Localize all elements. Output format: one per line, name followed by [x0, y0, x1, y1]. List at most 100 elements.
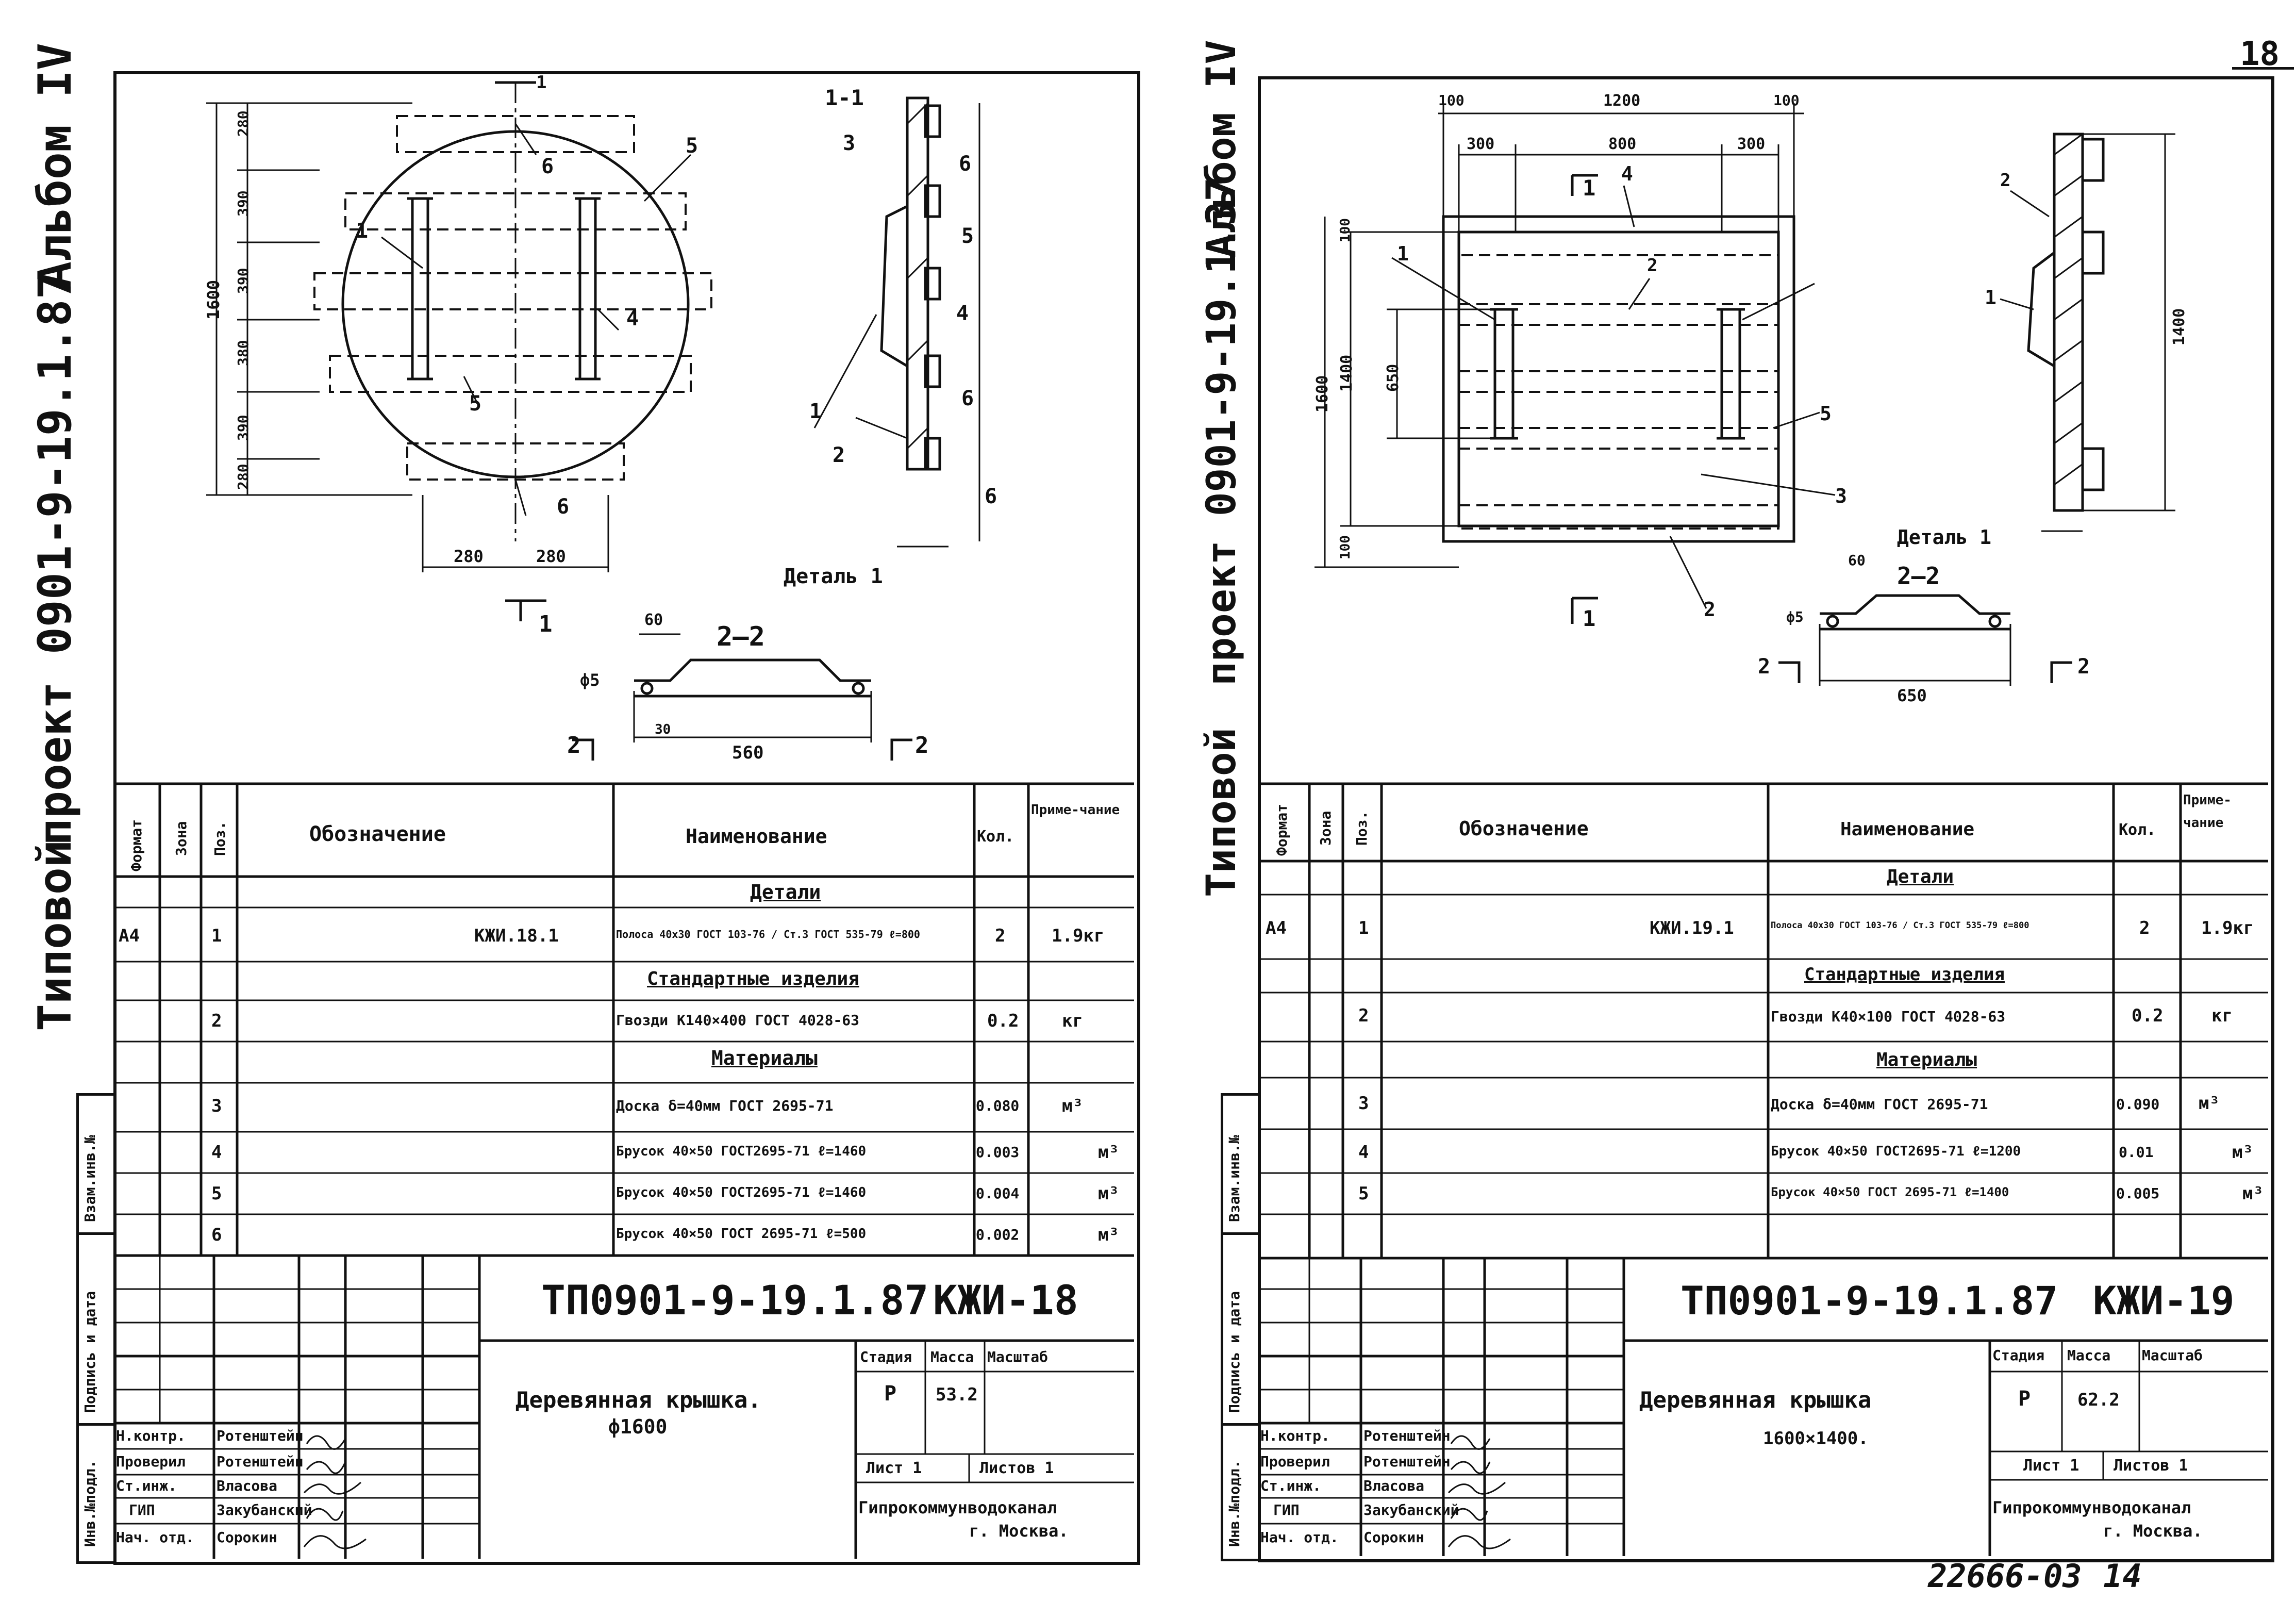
detail-dim-30: 30: [655, 722, 671, 737]
row2-note: кг: [2211, 1005, 2233, 1026]
dim-top-1200: 1200: [1603, 92, 1641, 110]
tb-signer-role-4: ГИП: [129, 1501, 155, 1519]
row1-note: 1.9кг: [2201, 918, 2254, 938]
binding-strip: [76, 1093, 116, 1564]
row1-name: Полоса 40х30 ГОСТ 103-76 / Ст.3 ГОСТ 535…: [1771, 920, 2029, 931]
detail-strip: [1820, 594, 2010, 615]
row1-name: Полоса 40х30 ГОСТ 103-76 / Ст.3 ГОСТ 535…: [616, 928, 920, 940]
bottom-page: 14: [2103, 1557, 2142, 1595]
sec-pos-6a: 6: [959, 152, 972, 176]
sec-pos-1: 1: [1985, 286, 1996, 309]
handle-left: [407, 197, 433, 381]
row2-qty: 0.2: [987, 1011, 1019, 1031]
section-2-2-label: 2—2: [717, 621, 765, 652]
sec-pos-3: 3: [843, 131, 856, 155]
row5-pos: 5: [211, 1183, 222, 1204]
row1-oboz: КЖИ.19.1: [1650, 918, 1734, 938]
row3-note: м³: [2199, 1093, 2220, 1114]
row1-pos: 1: [211, 926, 222, 946]
cut-1-bottom: 1: [1583, 606, 1596, 631]
detail-dim-60: 60: [644, 611, 663, 629]
tb-org-1: Гипрокоммунводоканал: [1992, 1498, 2191, 1517]
tb-signer-role-1: Н.контр.: [1260, 1427, 1330, 1444]
tb-sheet-code: КЖИ-18: [933, 1278, 1078, 1324]
row6-name: Брусок 40×50 ГОСТ 2695-71 ℓ=500: [616, 1226, 867, 1242]
bottom-stamp: 22666-03: [1928, 1557, 2082, 1595]
tb-signer-role-2: Проверил: [1260, 1453, 1330, 1470]
detail-dim-60: 60: [1848, 552, 1866, 569]
row4-qty: 0.01: [2119, 1144, 2154, 1161]
spec-header-qty: Кол.: [977, 828, 1014, 846]
tb-code: ТП0901-9-19.1.87: [541, 1278, 929, 1324]
cut-1-mark: 1: [539, 611, 553, 637]
binding-divider-2: [1221, 1423, 1258, 1426]
tb-stadia-label: Стадия: [860, 1348, 912, 1365]
row4-name: Брусок 40×50 ГОСТ2695-71 ℓ=1200: [1771, 1144, 2021, 1159]
dim-bottom-1: 280: [454, 547, 484, 566]
row3-qty: 0.080: [976, 1097, 1020, 1114]
tb-signer-name-3: Власова: [217, 1477, 278, 1494]
cover-outline: [1442, 215, 1795, 543]
spec-group-mat: Материалы: [711, 1047, 818, 1069]
row2-pos: 2: [1358, 1005, 1369, 1026]
tb-org-1: Гипрокоммунводоканал: [858, 1498, 1057, 1517]
row2-note: кг: [1062, 1011, 1083, 1031]
tb-name-2: 1600×1400.: [1763, 1428, 1869, 1449]
pos-4: 4: [1621, 162, 1633, 185]
row1-pos: 1: [1358, 918, 1369, 938]
row1-oboz: КЖИ.18.1: [474, 926, 559, 946]
row5-note: м³: [1098, 1183, 1119, 1204]
dim-top-100b: 100: [1773, 92, 1800, 109]
sec-pos-4: 4: [956, 302, 969, 325]
tb-signer-role-2: Проверил: [116, 1453, 186, 1470]
row3-pos: 3: [1358, 1093, 1369, 1114]
sheet-frame: [113, 71, 1140, 1565]
cut-1-top: 1: [1583, 175, 1596, 201]
spec-header-oboz: Обозначение: [1459, 817, 1589, 840]
section-1-1-label: 1-1: [825, 85, 864, 110]
row2-name: Гвозди К40×100 ГОСТ 4028-63: [1771, 1008, 2006, 1025]
detail-dim-560: 560: [732, 742, 764, 763]
tb-signer-name-2: Ротенштейн: [1363, 1453, 1451, 1470]
tb-sheet-code: КЖИ-19: [2093, 1278, 2235, 1324]
pos-2b: 2: [1704, 598, 1716, 621]
pos-6-leader: 6: [541, 155, 554, 178]
pos-6b-leader: 6: [557, 495, 570, 519]
detail-strip: [634, 658, 871, 682]
cut-2-left: 2: [1758, 655, 1771, 679]
row3-name: Доска δ=40мм ГОСТ 2695-71: [616, 1097, 834, 1114]
section-handle: [880, 205, 908, 368]
row4-pos: 4: [211, 1142, 222, 1163]
spec-group-std: Стандартные изделия: [647, 968, 859, 989]
tb-signer-role-5: Нач. отд.: [116, 1529, 194, 1546]
detail-dim-650: 650: [1897, 686, 1927, 705]
binding-divider-2: [76, 1423, 113, 1426]
dim-top2-300a: 300: [1467, 135, 1495, 153]
row2-pos: 2: [211, 1011, 222, 1031]
spec-header-qty: Кол.: [2119, 821, 2156, 839]
pos-5b-leader: 5: [469, 392, 482, 416]
tb-mashtab-label: Масштаб: [987, 1348, 1049, 1365]
spec-header-name: Наименование: [686, 825, 827, 848]
pos-5-leader: 5: [686, 134, 698, 158]
detail-dim-phi5: ф5: [1786, 608, 1804, 625]
section-board: [2053, 133, 2084, 512]
corner-mark: 18: [2240, 35, 2280, 73]
row5-pos: 5: [1358, 1183, 1369, 1204]
row2-name: Гвозди К140×400 ГОСТ 4028-63: [616, 1012, 860, 1029]
tb-signer-name-2: Ротенштейн: [217, 1453, 304, 1470]
section-board: [906, 96, 929, 471]
tb-signer-name-1: Ротенштейн: [1363, 1427, 1451, 1444]
spec-group-std: Стандартные изделия: [1804, 964, 2005, 985]
sec-pos-1: 1: [809, 400, 822, 423]
tb-signer-role-3: Ст.инж.: [1260, 1477, 1322, 1494]
spec-header-name: Наименование: [1840, 819, 1975, 840]
tb-org-2: г. Москва.: [969, 1521, 1069, 1541]
dim-bottom-2: 280: [536, 547, 566, 566]
